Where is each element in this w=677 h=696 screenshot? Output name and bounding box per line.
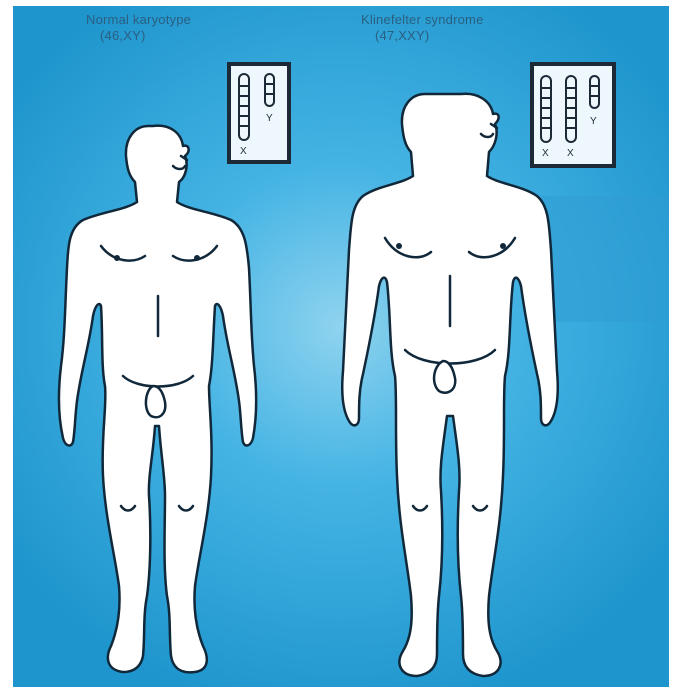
nipple-right bbox=[500, 243, 506, 249]
nipple-left bbox=[396, 243, 402, 249]
figure-klinefelter-male bbox=[13, 6, 669, 687]
background-panel: Normal karyotype (46,XY) Klinefelter syn… bbox=[13, 6, 669, 687]
genital-detail bbox=[434, 361, 455, 393]
